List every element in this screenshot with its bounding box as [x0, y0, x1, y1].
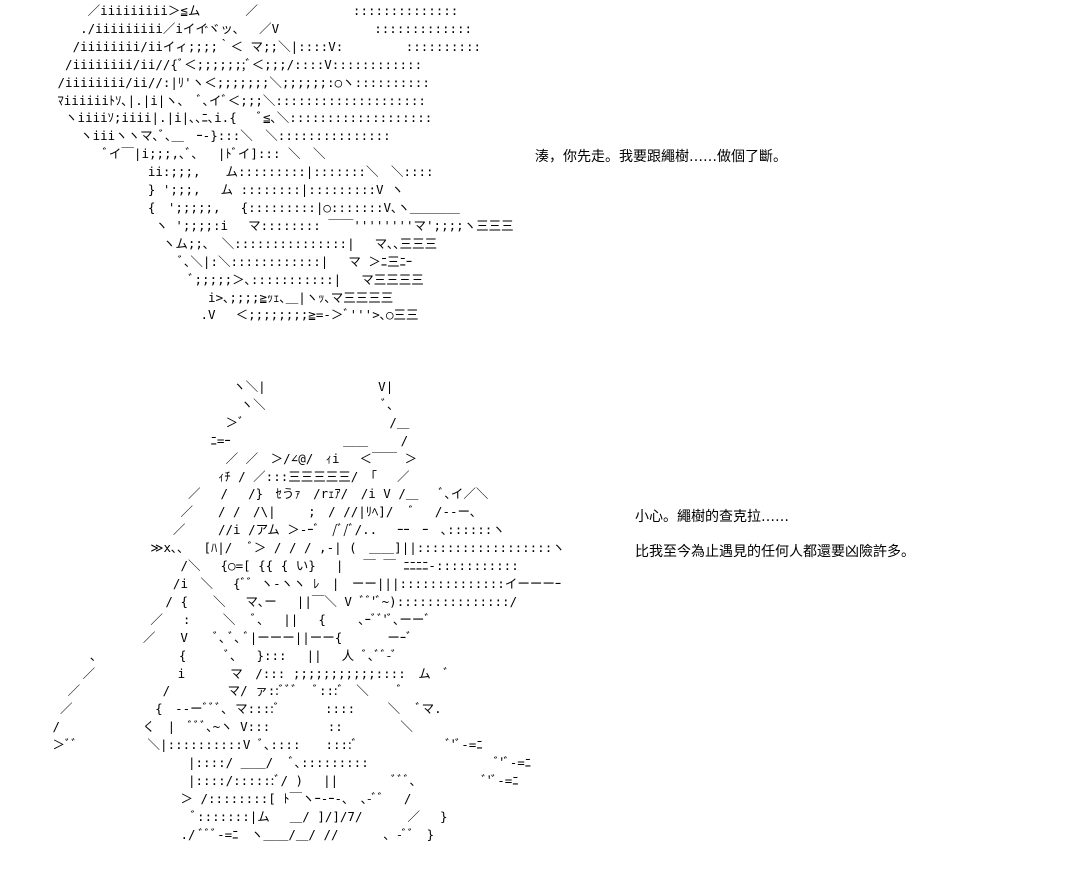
scene-panel-2: ヽ＼| V| ヽ＼ ﾞ､ ＞ﾞ /＿ ﾆ=ｰ ＿＿ / ／ ／ ＞/∠@/ ｨi… — [0, 370, 1080, 870]
dialogue-line: 比我至今為止遇見的任何人都還要凶險許多。 — [635, 544, 915, 560]
ascii-art-character-1: ／iiiiiiiii＞≦ム ／ :::::::::::::: ./iiiiiii… — [57, 3, 514, 323]
dialogue-line: 小心。繩樹的查克拉…… — [635, 509, 789, 525]
scene-panel-1: ／iiiiiiiii＞≦ム ／ :::::::::::::: ./iiiiiii… — [0, 0, 1080, 340]
dialogue-line: 湊，你先走。我要跟繩樹……做個了斷。 — [535, 149, 787, 165]
ascii-art-character-2: ヽ＼| V| ヽ＼ ﾞ､ ＞ﾞ /＿ ﾆ=ｰ ＿＿ / ／ ／ ＞/∠@/ ｨi… — [52, 379, 565, 842]
